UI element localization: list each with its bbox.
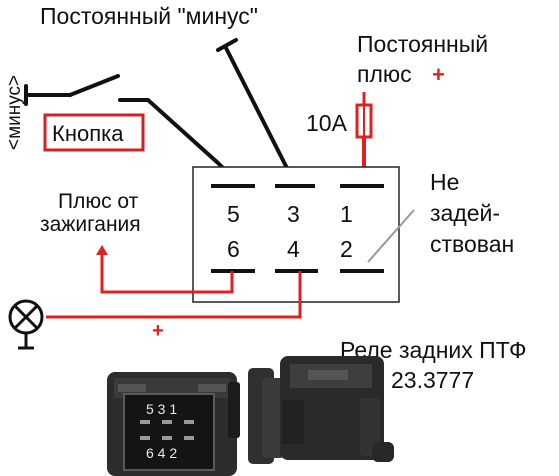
constant-plus-label-line2: плюс bbox=[357, 61, 412, 87]
pin-3-number: 3 bbox=[287, 201, 300, 227]
relay-title-line2: 23.3777 bbox=[391, 367, 474, 393]
switch-lever bbox=[68, 74, 120, 97]
photo-top-pin-row: 5 3 1 bbox=[146, 401, 177, 417]
not-used-pointer bbox=[367, 209, 415, 263]
pin-6-number: 6 bbox=[227, 236, 240, 262]
not-used-label-line1: Не bbox=[430, 169, 459, 195]
relay-photo: 5 3 1 6 4 2 bbox=[107, 356, 394, 476]
constant-plus-label-line1: Постоянный bbox=[357, 31, 488, 57]
pin-2-number: 2 bbox=[340, 236, 353, 262]
constant-minus-wire bbox=[216, 38, 294, 180]
relay-socket bbox=[123, 393, 215, 471]
ignition-plus-label-line1: Плюс от bbox=[58, 190, 139, 213]
button-label-box bbox=[43, 113, 145, 152]
relay-body bbox=[192, 166, 400, 303]
constant-minus-label: Постоянный "минус" bbox=[40, 3, 258, 29]
pin-4-number: 4 bbox=[287, 236, 300, 262]
not-used-label-line2: задей- bbox=[430, 200, 500, 226]
not-used-label-line3: ствован bbox=[430, 231, 514, 257]
lamp-wire bbox=[46, 271, 302, 319]
button-label: Кнопка bbox=[52, 121, 124, 146]
photo-bottom-pin-row: 6 4 2 bbox=[146, 445, 177, 461]
pin-1-number: 1 bbox=[340, 201, 353, 227]
constant-plus-sign: + bbox=[432, 62, 445, 87]
minus-vertical-label: <минус> bbox=[4, 75, 25, 150]
ignition-arrow-icon bbox=[96, 245, 108, 255]
ignition-wire bbox=[96, 245, 234, 294]
ignition-plus-label-line2: зажигания bbox=[40, 213, 141, 236]
pin-5-number: 5 bbox=[227, 201, 240, 227]
lamp-wire-plus-sign: + bbox=[152, 320, 164, 342]
lamp-icon bbox=[8, 299, 44, 350]
fuse-label: 10A bbox=[306, 110, 348, 136]
